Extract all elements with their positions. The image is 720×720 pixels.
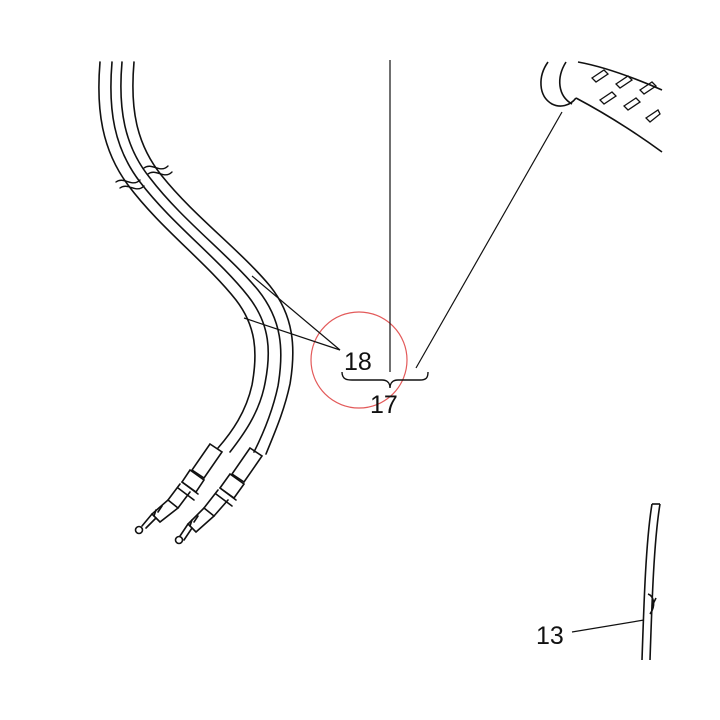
callout-17: 17: [370, 391, 398, 419]
handlebar-grip: [540, 61, 663, 153]
callout-18-highlight-circle: [310, 311, 408, 409]
leader-lines: [243, 60, 645, 633]
group-bracket-17: [341, 371, 429, 389]
frame-part-13: [641, 503, 661, 661]
leader-13-to-frame: [571, 619, 645, 633]
cable-a-end-fitting: [134, 442, 224, 535]
cable-b-end-fitting: [174, 446, 264, 545]
grip-ribs: [590, 69, 661, 123]
sheath-break-marks: [115, 165, 173, 190]
callout-18: 18: [344, 348, 372, 376]
leader-18-to-cable-a: [243, 317, 341, 351]
cable-a: [98, 61, 270, 453]
leader-18-to-cable-b: [251, 275, 341, 351]
leader-17-to-grip: [415, 111, 563, 369]
cable-assembly: [98, 61, 294, 545]
cable-b: [120, 61, 294, 455]
callout-13: 13: [536, 622, 564, 650]
